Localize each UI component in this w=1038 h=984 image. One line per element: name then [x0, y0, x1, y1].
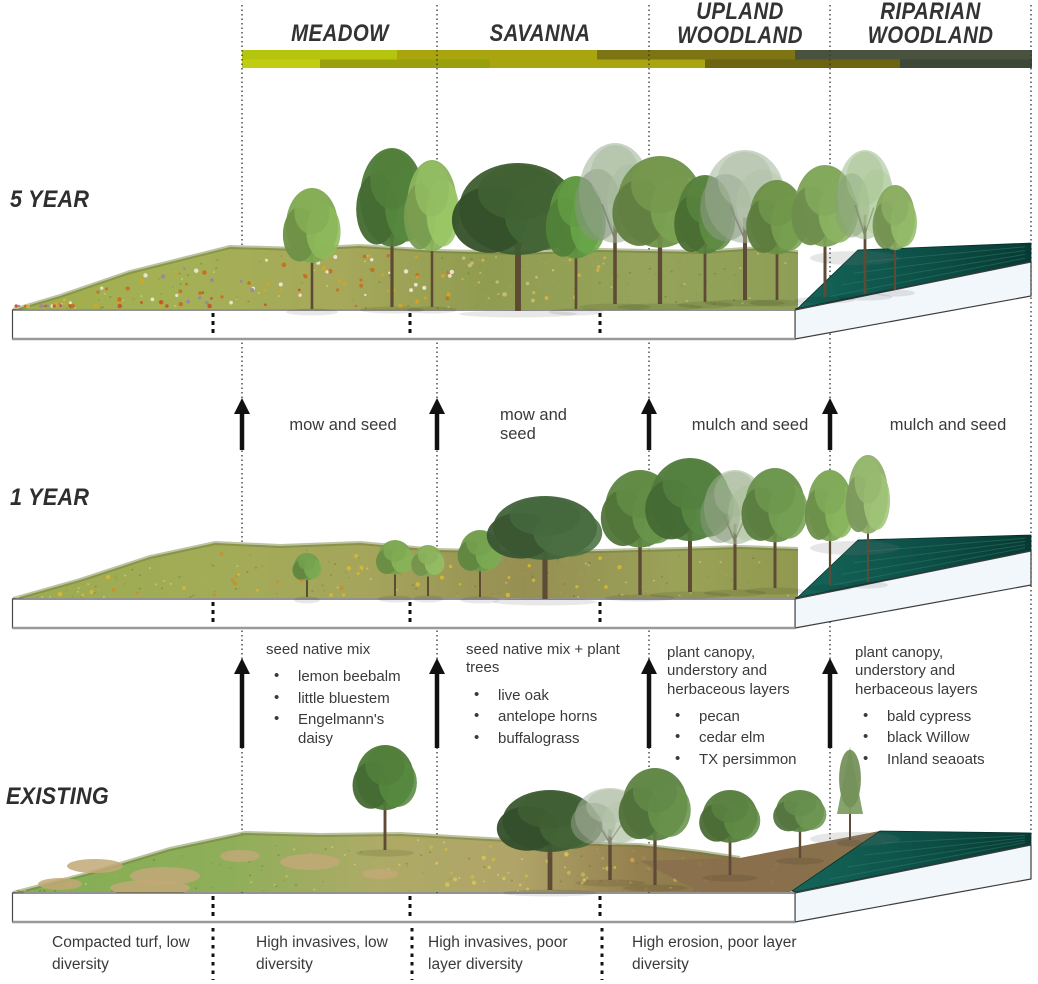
plant-list: lemon beebalm little bluestem Engelmann'… [270, 667, 418, 748]
transition-1yr-upland: plant canopy, understory and herbaceous … [667, 644, 819, 773]
zone-label-meadow: MEADOW [291, 20, 389, 47]
transition-1yr-riparian: plant canopy, understory and herbaceous … [855, 644, 1015, 773]
transition-5yr-meadow: mow and seed [289, 416, 397, 434]
transition-heading: seed native mix [266, 641, 371, 658]
transition-5yr-savanna: mow and seed [500, 406, 567, 443]
illustration-1-year [11, 455, 1032, 630]
plant-list: pecan cedar elm TX persimmon [671, 707, 819, 770]
row-label-existing: EXISTING [6, 783, 109, 810]
transition-5yr-upland: mulch and seed [691, 416, 809, 434]
row-label-1-year: 1 YEAR [10, 484, 90, 511]
plant-list: bald cypress black Willow Inland seaoats [859, 707, 1015, 770]
transition-heading: plant canopy, understory and herbaceous … [855, 644, 978, 698]
transition-1yr-savanna: seed native mix + plant trees live oak a… [466, 641, 628, 751]
transition-1yr-meadow: seed native mix lemon beebalm little blu… [266, 641, 418, 752]
condition-upland: High invasives, poor layer diversity [428, 934, 568, 973]
plant-item: black Willow [859, 729, 1015, 748]
zone-label-upland-woodland: UPLAND WOODLAND [677, 0, 803, 50]
condition-meadow: Compacted turf, low diversity [52, 934, 190, 973]
plant-item: bald cypress [859, 707, 1015, 727]
transition-5yr-riparian: mulch and seed [889, 416, 1007, 434]
row-label-5-year: 5 YEAR [10, 186, 90, 213]
plant-item: antelope horns [470, 707, 628, 727]
illustration-5-year [11, 143, 1032, 341]
plant-item: Engelmann's daisy [270, 710, 418, 748]
plant-item: lemon beebalm [270, 667, 418, 687]
plant-item: Inland seaoats [859, 750, 1015, 770]
plant-item: TX persimmon [671, 750, 819, 770]
plant-item: cedar elm [671, 729, 819, 748]
transition-heading: seed native mix + plant trees [466, 641, 620, 677]
plant-item: little bluestem [270, 689, 418, 709]
plant-item: live oak [470, 686, 628, 706]
zone-label-riparian-woodland: RIPARIAN WOODLAND [867, 0, 994, 50]
zone-label-savanna: SAVANNA [489, 20, 591, 47]
condition-savanna: High invasives, low diversity [256, 934, 388, 973]
transition-heading: plant canopy, understory and herbaceous … [667, 644, 790, 698]
plant-list: live oak antelope horns buffalograss [470, 686, 628, 749]
plant-item: buffalograss [470, 729, 628, 749]
plant-item: pecan [671, 707, 819, 727]
condition-riparian: High erosion, poor layer diversity [632, 934, 797, 973]
illustration-existing [11, 745, 1032, 924]
